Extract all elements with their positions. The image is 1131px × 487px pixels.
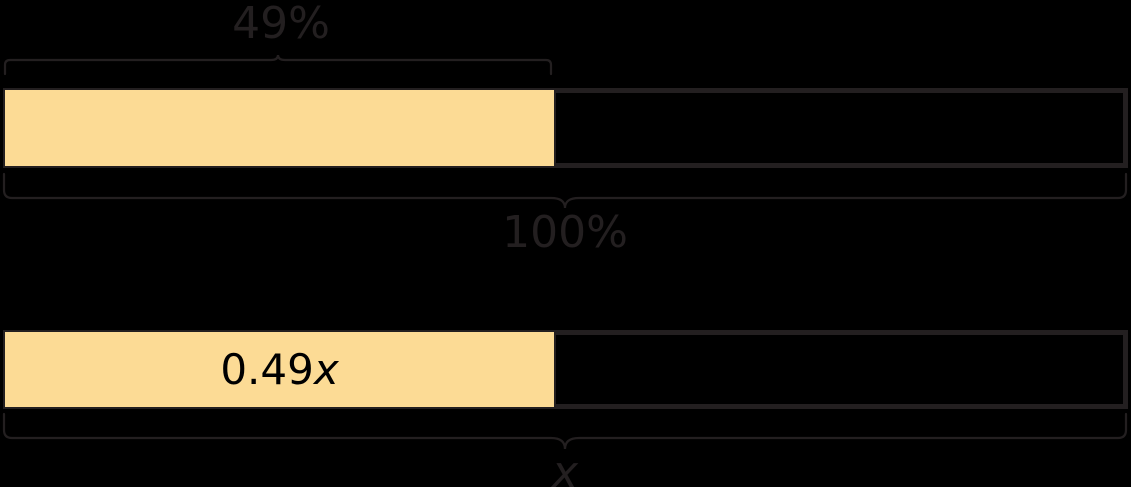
label-100-percent: 100% <box>502 207 628 258</box>
bar-variable-fill-label: 0.49x <box>5 348 554 391</box>
brace-x-total <box>0 412 1131 458</box>
label-49-percent: 49% <box>232 0 330 49</box>
value-0-49: 0.49x <box>220 344 339 394</box>
brace-49-percent <box>0 52 600 80</box>
brace-100-percent <box>0 172 1131 216</box>
bar-percent-fill <box>3 88 556 168</box>
bar-variable-fill: 0.49x <box>3 330 556 409</box>
label-x-total: x <box>551 447 579 487</box>
